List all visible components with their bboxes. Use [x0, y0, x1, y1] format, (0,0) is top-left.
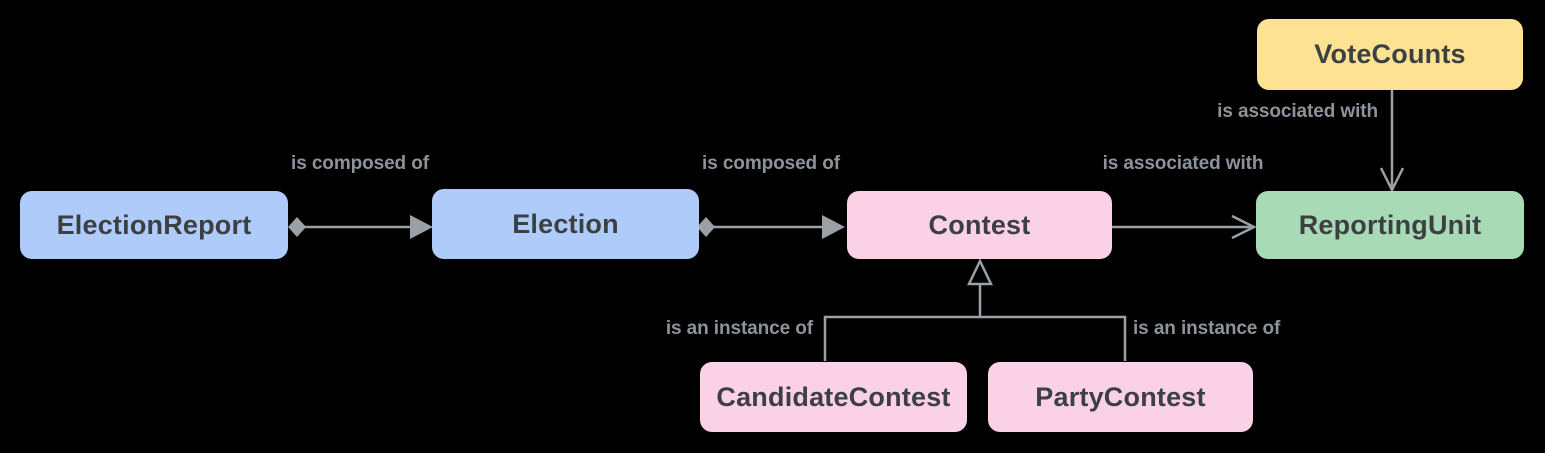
node-label: Contest: [928, 209, 1031, 240]
open-arrowhead-icon: [1231, 214, 1257, 240]
node-label: ElectionReport: [56, 209, 252, 240]
edge-label-is-an-instance-of: is an instance of: [1133, 318, 1281, 339]
edge-inheritance-tree: [823, 258, 1127, 361]
edge-composition-report-election: [288, 215, 433, 239]
edge-label-is-composed-of: is composed of: [291, 153, 429, 174]
composition-diamond-icon: [288, 217, 306, 237]
node-reporting-unit: ReportingUnit: [1256, 191, 1524, 259]
node-label: Election: [512, 208, 619, 239]
node-election-report: ElectionReport: [20, 191, 288, 259]
edge-branch-lines: [823, 315, 1127, 361]
node-election: Election: [432, 189, 699, 259]
edge-association-contest-unit: [1112, 214, 1257, 240]
node-label: VoteCounts: [1314, 39, 1466, 69]
filled-arrowhead-icon: [410, 215, 433, 239]
edge-label-is-associated-with: is associated with: [1102, 153, 1264, 174]
node-vote-counts: VoteCounts: [1257, 19, 1523, 90]
open-arrowhead-icon: [1379, 167, 1405, 193]
filled-arrowhead-icon: [822, 215, 845, 239]
edge-association-votes-unit: [1379, 90, 1405, 193]
edge-composition-election-contest: [697, 215, 845, 239]
node-label: CandidateContest: [716, 381, 951, 412]
composition-diamond-icon: [697, 217, 715, 237]
edge-label-is-associated-with: is associated with: [1217, 101, 1378, 122]
node-party-contest: PartyContest: [988, 362, 1253, 432]
edge-label-is-an-instance-of: is an instance of: [665, 318, 813, 339]
hollow-triangle-icon: [967, 258, 993, 286]
edge-label-is-composed-of: is composed of: [702, 153, 840, 174]
node-label: PartyContest: [1035, 381, 1206, 412]
node-contest: Contest: [847, 191, 1112, 259]
node-label: ReportingUnit: [1298, 209, 1482, 240]
node-candidate-contest: CandidateContest: [700, 362, 967, 432]
